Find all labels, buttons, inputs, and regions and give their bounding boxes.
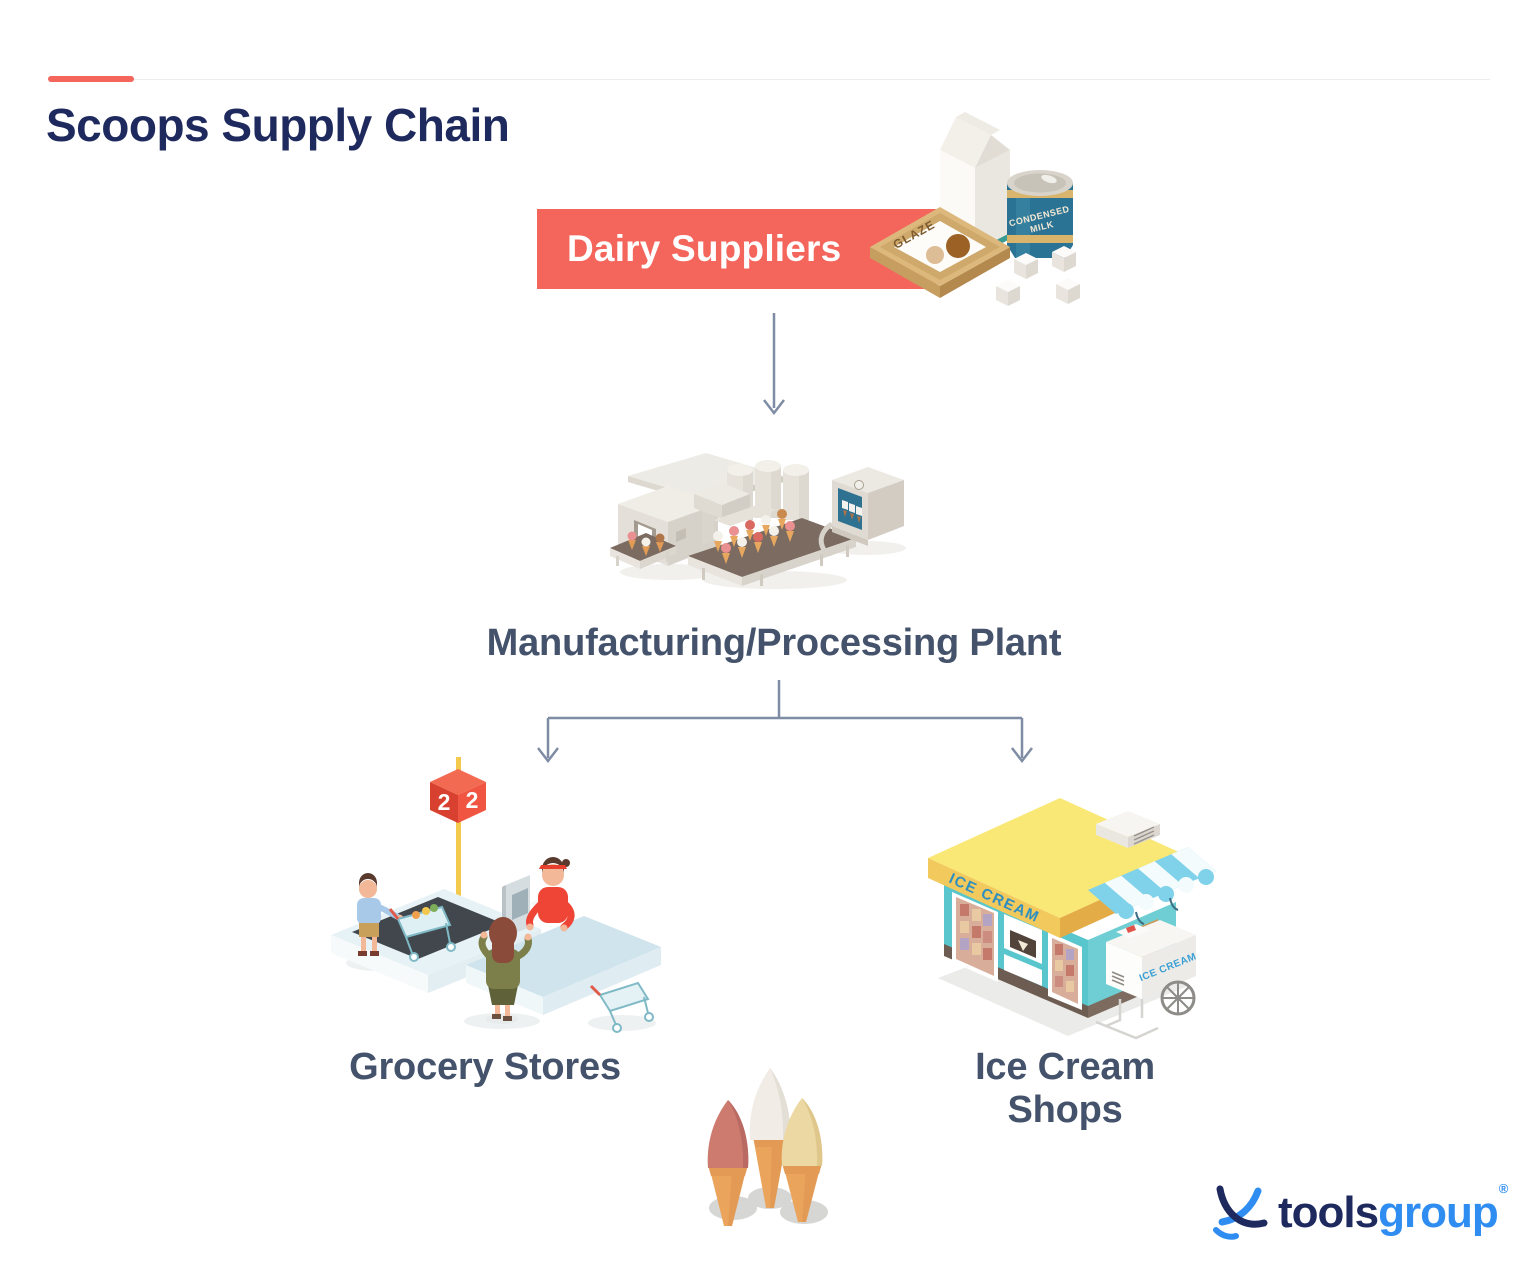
grocery-stores-label: Grocery Stores bbox=[349, 1046, 621, 1088]
accent-line bbox=[48, 76, 134, 82]
strawberry-cone bbox=[707, 1100, 749, 1226]
cones-on-belt bbox=[713, 509, 795, 564]
ice-cream-shops-label: Ice Cream Shops bbox=[975, 1046, 1155, 1131]
node-dairy-suppliers: Dairy Suppliers bbox=[537, 209, 936, 289]
sugar-cubes bbox=[996, 246, 1080, 306]
branch-connector bbox=[537, 680, 1033, 764]
plant-label: Manufacturing/Processing Plant bbox=[486, 622, 1062, 664]
shop-windows bbox=[952, 892, 1082, 1010]
shopping-cart-left bbox=[388, 904, 456, 962]
toolsgroup-logo-icon bbox=[1213, 1185, 1268, 1240]
dairy-suppliers-label: Dairy Suppliers bbox=[567, 228, 842, 269]
customer-man bbox=[357, 873, 404, 956]
left-conveyor bbox=[610, 531, 676, 569]
page-title: Scoops Supply Chain bbox=[46, 99, 510, 151]
dairy-products-illustration: CONDENSED MILK GLAZE bbox=[870, 112, 1080, 306]
customer-woman bbox=[478, 917, 532, 1024]
grocery-store-illustration: 2 2 bbox=[331, 757, 661, 1033]
toolsgroup-logo: toolsgroup® bbox=[1212, 1182, 1508, 1242]
sign-pole bbox=[456, 757, 461, 897]
ice-cream-shop-illustration: ICE CREAM ICE CREAM bbox=[928, 798, 1216, 1040]
aisle-number-sign: 2 2 bbox=[430, 769, 486, 823]
roof-ac-unit bbox=[1096, 811, 1160, 848]
main-conveyor bbox=[688, 509, 856, 586]
arrow-dairy-to-plant bbox=[763, 313, 785, 416]
header-divider bbox=[48, 79, 1490, 80]
condensed-milk-can: CONDENSED MILK bbox=[1007, 170, 1073, 258]
registered-trademark-symbol: ® bbox=[1498, 1181, 1509, 1197]
ice-cream-cones-illustration bbox=[707, 1068, 828, 1226]
right-machine bbox=[818, 467, 904, 557]
logo-word-tools: tools bbox=[1278, 1188, 1379, 1237]
logo-word-group: group bbox=[1378, 1188, 1499, 1237]
factory-illustration bbox=[610, 453, 906, 589]
aisle-digit-right: 2 bbox=[466, 787, 479, 813]
aisle-digit-left: 2 bbox=[438, 789, 451, 815]
shopping-cart-right bbox=[589, 981, 654, 1033]
striped-awning bbox=[1088, 847, 1216, 925]
ice-cream-cart: ICE CREAM bbox=[1095, 920, 1198, 1040]
dispenser-machine bbox=[694, 483, 776, 545]
cream-cone bbox=[781, 1098, 823, 1222]
toolsgroup-wordmark: toolsgroup® bbox=[1278, 1182, 1508, 1237]
cashier bbox=[526, 857, 575, 932]
